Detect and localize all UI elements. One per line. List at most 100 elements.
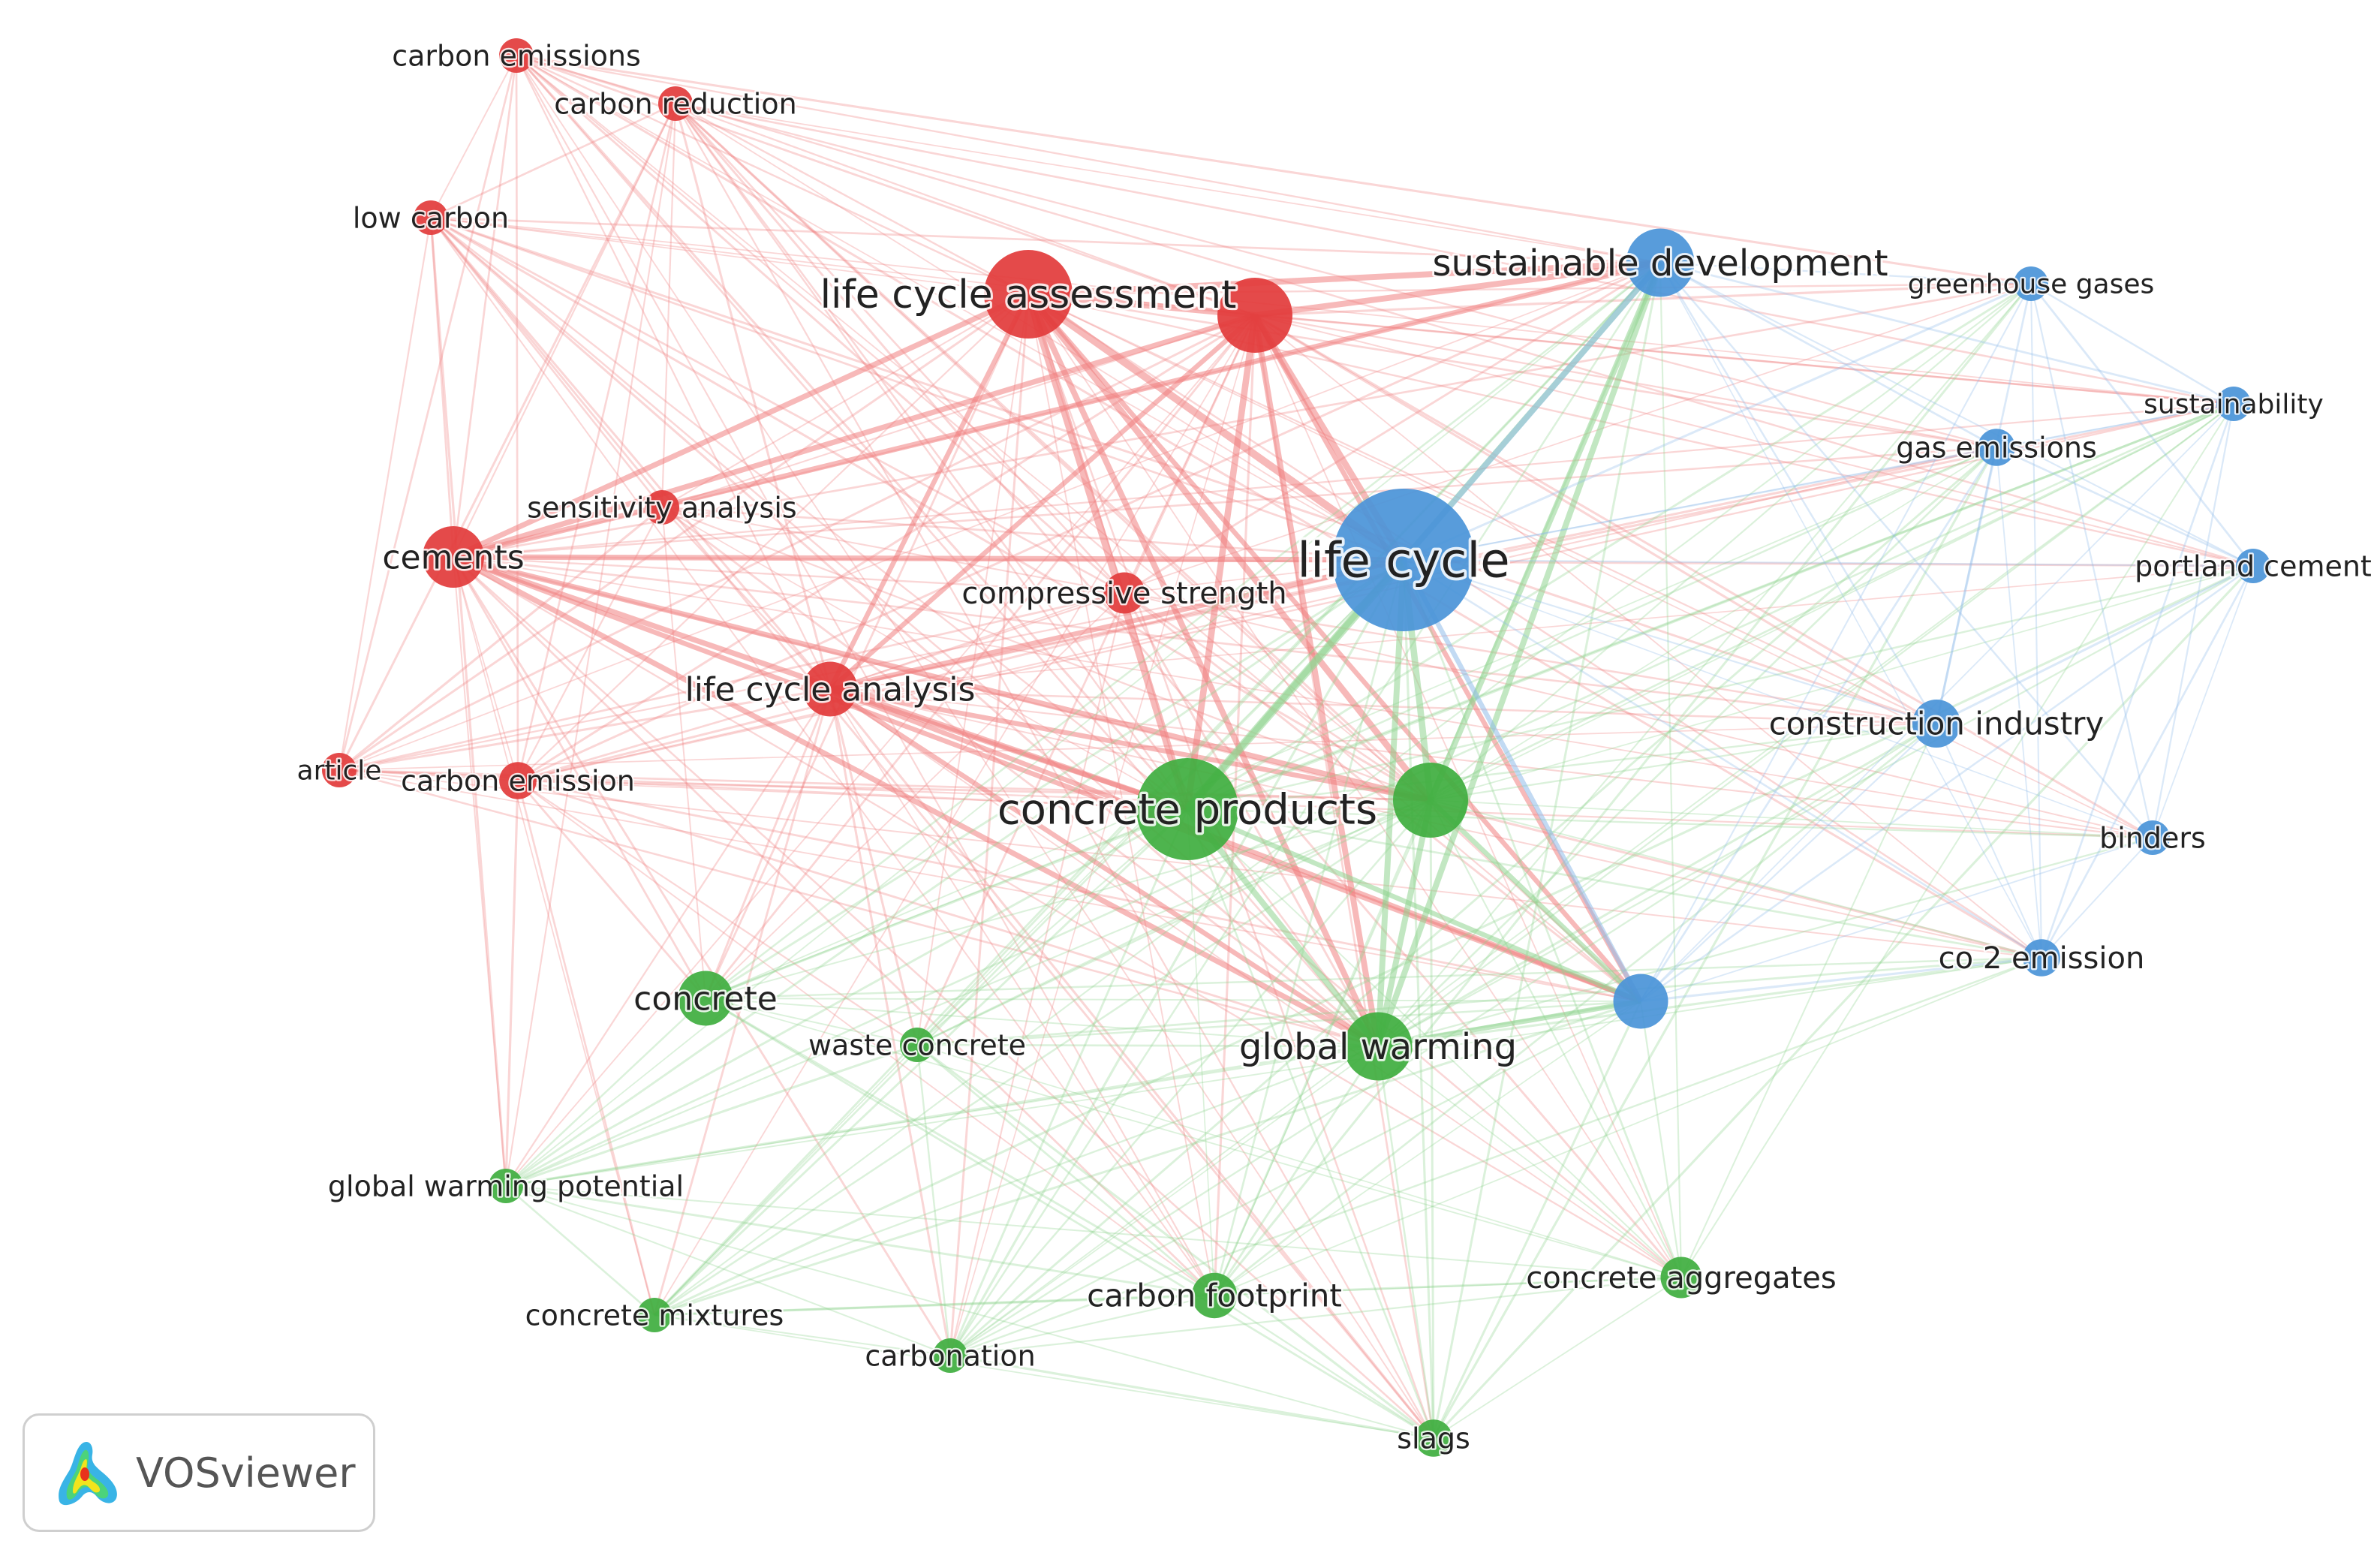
node-gas-emissions[interactable]: [1978, 429, 2015, 466]
edge-concrete_products-carbonation: [949, 808, 1189, 1356]
node-co2-emission[interactable]: [2023, 939, 2060, 977]
edge-carbon_reduction-low_carbon: [430, 102, 676, 219]
node-binders[interactable]: [2135, 820, 2170, 855]
node-carbonation[interactable]: [933, 1338, 967, 1373]
edge-carbon_reduction-gas_emissions: [675, 102, 1997, 449]
edge-carbon_emissions-article: [338, 55, 518, 771]
node-article[interactable]: [322, 753, 357, 787]
node-greenhouse-gases[interactable]: [2014, 266, 2048, 301]
edge-compressive_strength-green_unlabeled: [1124, 591, 1431, 802]
edge-global_warming_potential-slags: [505, 1185, 1434, 1439]
node-low-carbon[interactable]: [414, 200, 448, 235]
node-concrete-mixtures[interactable]: [637, 1298, 672, 1332]
node-concrete-products[interactable]: [1136, 758, 1238, 860]
edge-portland_cement-co2_emission: [2040, 565, 2255, 959]
node-carbon-footprint[interactable]: [1191, 1272, 1238, 1319]
edge-global_warming-life_cycle: [1375, 559, 1407, 1047]
node-sustainability[interactable]: [2216, 387, 2251, 421]
edge-life_cycle_analysis-binders: [829, 688, 2153, 839]
edge-cements-gas_emissions: [453, 446, 1997, 558]
edge-article-blue_unlabeled: [338, 769, 1641, 1002]
edge-waste_concrete-concrete_aggregates: [916, 1044, 1682, 1278]
edge-low_carbon-slags: [429, 217, 1435, 1439]
edge-red_unlabeled-compressive_strength: [1123, 315, 1256, 594]
edge-life_cycle-blue_unlabeled: [1401, 558, 1643, 1003]
edge-life_cycle_analysis-concrete_products: [829, 686, 1189, 812]
edge-life_cycle_analysis-life_cycle: [829, 557, 1404, 692]
edge-green_unlabeled-sustainability: [1430, 403, 2234, 801]
edge-compressive_strength-sustainable_development: [1124, 261, 1661, 594]
edge-concrete_mixtures-greenhouse_gases: [654, 283, 2032, 1316]
edge-cements-concrete: [452, 556, 707, 999]
edge-red_unlabeled-global_warming_potential: [505, 315, 1256, 1187]
node-sustainable-development[interactable]: [1626, 228, 1695, 297]
edge-life_cycle_analysis-carbon_emission: [517, 688, 831, 782]
edge-low_carbon-life_cycle: [430, 216, 1404, 561]
edge-sustainable_development-sustainability: [1659, 261, 2234, 405]
node-portland-cement[interactable]: [2236, 549, 2270, 583]
node-global-warming[interactable]: [1343, 1012, 1413, 1081]
edge-green_unlabeled-greenhouse_gases: [1430, 283, 2032, 801]
edge-concrete_mixtures-concrete_aggregates: [654, 1276, 1682, 1317]
edge-concrete_products-concrete_mixtures: [653, 808, 1189, 1317]
edge-gas_emissions-blue_unlabeled: [1639, 447, 1998, 1002]
edge-life_cycle_assessment-article: [338, 293, 1029, 772]
edge-life_cycle_analysis-waste_concrete: [829, 688, 919, 1046]
node-carbon-emission[interactable]: [499, 762, 537, 799]
node-cements[interactable]: [423, 526, 484, 588]
edge-low_carbon-carbon_footprint: [430, 217, 1215, 1296]
edge-portland_cement-binders: [2152, 565, 2254, 838]
label-sensitivity-analysis: sensitivity analysis: [527, 491, 796, 524]
node-compressive-strength[interactable]: [1103, 572, 1145, 614]
node-carbon-emissions[interactable]: [499, 38, 534, 73]
edge-global_warming-portland_cement: [1377, 564, 2254, 1048]
edge-low_carbon-global_warming_potential: [429, 217, 507, 1187]
edge-life_cycle_analysis-portland_cement: [829, 565, 2254, 690]
edge-green_unlabeled-co2_emission: [1430, 799, 2042, 959]
node-blue-unlabeled[interactable]: [1613, 974, 1668, 1029]
edge-cements-construction_industry: [453, 555, 1937, 725]
edge-global_warming-slags: [1377, 1046, 1435, 1439]
label-life-cycle-assessment: life cycle assessment: [820, 272, 1237, 318]
node-red-unlabeled[interactable]: [1217, 278, 1292, 353]
edge-global_warming_potential-carbonation: [505, 1185, 951, 1356]
edge-life_cycle_analysis-carbon_footprint: [829, 688, 1215, 1296]
edge-concrete-sustainable_development: [705, 261, 1661, 1000]
node-carbon-reduction[interactable]: [658, 86, 693, 121]
node-concrete-aggregates[interactable]: [1660, 1257, 1702, 1299]
edge-life_cycle_assessment-life_cycle: [1026, 290, 1406, 564]
edge-carbon_reduction-concrete_aggregates: [674, 103, 1683, 1278]
edge-carbon_emissions-carbon_footprint: [516, 55, 1215, 1296]
edge-concrete_products-concrete_aggregates: [1187, 808, 1682, 1278]
edge-low_carbon-sustainability: [430, 217, 2234, 405]
edge-carbon_reduction-slags: [675, 103, 1434, 1439]
edge-cements-carbon_footprint: [453, 556, 1215, 1296]
edge-carbon_reduction-compressive_strength: [675, 103, 1125, 594]
node-sensitivity-analysis[interactable]: [645, 490, 679, 525]
edge-slags-blue_unlabeled: [1432, 1001, 1642, 1439]
edge-waste_concrete-global_warming: [916, 1043, 1379, 1048]
node-slags[interactable]: [1415, 1419, 1452, 1457]
edge-global_warming_potential-blue_unlabeled: [505, 1000, 1641, 1187]
edge-global_warming-construction_industry: [1377, 722, 1937, 1048]
node-construction-industry[interactable]: [1912, 700, 1960, 748]
edge-red_unlabeled-construction_industry: [1254, 314, 1937, 725]
node-life-cycle-analysis[interactable]: [802, 661, 858, 717]
edge-red_unlabeled-blue_unlabeled: [1253, 314, 1643, 1003]
edge-carbon_emissions-low_carbon: [430, 55, 517, 218]
node-waste-concrete[interactable]: [900, 1028, 934, 1062]
node-green-unlabeled[interactable]: [1393, 763, 1468, 838]
edge-carbon_footprint-concrete_aggregates: [1214, 1277, 1682, 1296]
edge-concrete-slags: [705, 997, 1434, 1440]
edge-concrete-life_cycle: [705, 558, 1404, 1000]
node-life-cycle-assessment[interactable]: [984, 250, 1073, 339]
edge-concrete_products-gas_emissions: [1187, 446, 1997, 811]
node-life-cycle[interactable]: [1332, 489, 1475, 631]
label-cements: cements: [382, 538, 524, 576]
node-global-warming-potential[interactable]: [489, 1169, 523, 1203]
edge-green_unlabeled-concrete_mixtures: [654, 799, 1431, 1317]
node-concrete[interactable]: [678, 971, 733, 1026]
vosviewer-badge[interactable]: VOSviewer: [23, 1413, 375, 1532]
edge-gas_emissions-life_cycle: [1403, 447, 1997, 561]
